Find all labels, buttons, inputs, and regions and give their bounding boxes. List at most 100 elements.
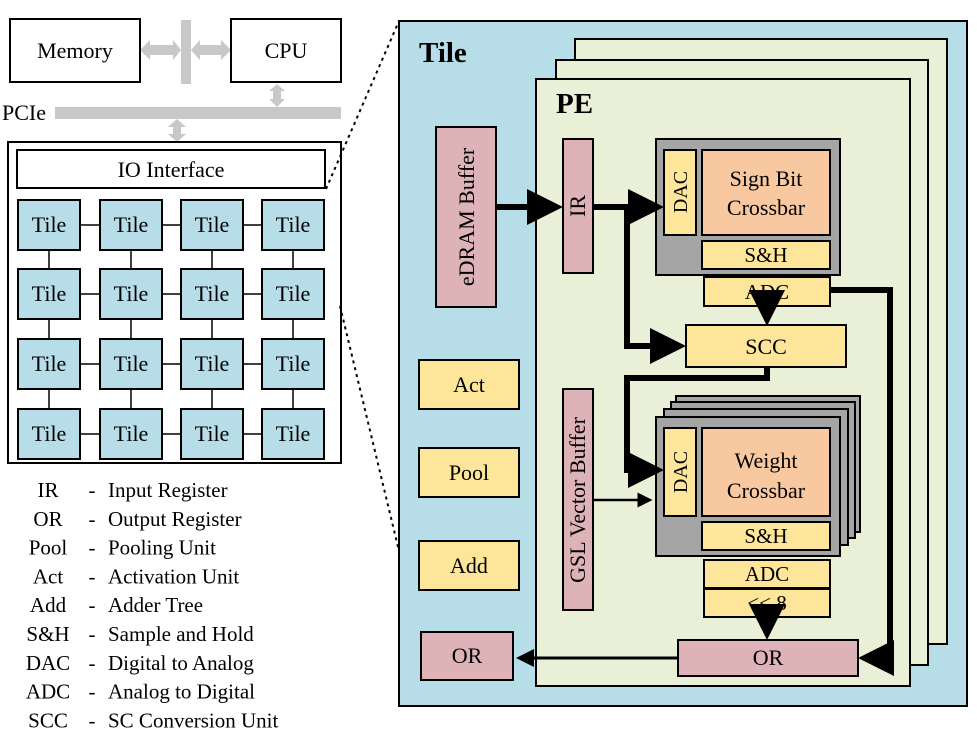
legend-dash: -	[89, 651, 96, 675]
legend-dash: -	[89, 478, 96, 502]
memory-bus-arrow	[140, 40, 181, 60]
tile-label: Tile	[114, 421, 149, 446]
weight-crossbar-box	[701, 427, 831, 517]
io-interface-label: IO Interface	[118, 157, 225, 182]
pe-or-label: OR	[753, 645, 784, 670]
legend-desc: SC Conversion Unit	[108, 708, 279, 732]
ir-box	[562, 138, 594, 274]
legend-desc: Adder Tree	[108, 593, 203, 617]
tile-box	[99, 268, 163, 320]
legend-dash: -	[89, 507, 96, 531]
tile-box	[180, 338, 244, 390]
cpu-label: CPU	[265, 38, 308, 63]
tile-detail: Tile PE eDRAM Buffer Act Pool Add OR IR …	[398, 20, 968, 707]
sign-sh-box	[701, 240, 831, 270]
weight-crossbar-line1: Weight	[735, 448, 798, 473]
tile-box	[261, 408, 325, 460]
legend-abbr: Pool	[29, 536, 68, 560]
weight-adc-label: ADC	[745, 562, 789, 586]
legend-dash: -	[89, 622, 96, 646]
tile-box	[99, 408, 163, 460]
legend-abbr: OR	[33, 507, 62, 531]
cpu-pcie-arrow	[269, 84, 285, 107]
cpu-bus-arrow	[191, 40, 231, 60]
tile-label: Tile	[32, 212, 67, 237]
act-label: Act	[453, 372, 485, 397]
pool-box	[418, 447, 520, 498]
tile-box	[261, 338, 325, 390]
ir-label: IR	[565, 195, 590, 217]
cpu-box	[230, 18, 342, 83]
sign-crossbar-box	[701, 149, 831, 236]
sign-adc-to-or-wire	[830, 287, 894, 676]
tile-detail-title: Tile	[419, 37, 467, 69]
tile-label: Tile	[32, 421, 67, 446]
tile-label: Tile	[276, 212, 311, 237]
tile-box	[180, 268, 244, 320]
tile-box	[17, 338, 81, 390]
tile-label: Tile	[276, 421, 311, 446]
legend-abbr: Add	[30, 593, 67, 617]
system-bus-area: Memory CPU PCIe	[2, 18, 342, 142]
tile-label: Tile	[195, 281, 230, 306]
legend-dash: -	[89, 564, 96, 588]
tile-box	[180, 408, 244, 460]
legend-desc: Pooling Unit	[108, 536, 216, 560]
weight-dac-label: DAC	[670, 451, 692, 493]
sign-dac-label: DAC	[670, 171, 692, 213]
scc-to-weight-dac-wire	[624, 367, 770, 488]
legend-desc: Input Register	[108, 478, 228, 502]
legend-abbr: DAC	[26, 651, 70, 675]
tile-label: Tile	[195, 421, 230, 446]
gsl-vector-buffer-label: GSL Vector Buffer	[565, 416, 590, 582]
tile-label: Tile	[114, 212, 149, 237]
edram-buffer-box	[435, 126, 497, 308]
pcie-bar	[55, 107, 341, 119]
legend-abbr: S&H	[26, 622, 69, 646]
tile-box	[261, 268, 325, 320]
legend-abbr: IR	[38, 478, 59, 502]
tile-box	[261, 199, 325, 251]
tile-label: Tile	[32, 351, 67, 376]
weight-crossbar-line2: Crossbar	[727, 478, 806, 503]
tile-label: Tile	[195, 351, 230, 376]
sign-crossbar-line2: Crossbar	[727, 195, 806, 220]
tile-box	[180, 199, 244, 251]
bus-vertical-bar	[181, 20, 191, 84]
add-box	[418, 540, 520, 591]
pe-title: PE	[556, 88, 593, 120]
zoom-line-bottom	[339, 305, 400, 552]
tile-label: Tile	[32, 281, 67, 306]
weight-sh-box	[701, 521, 831, 551]
legend-dash: -	[89, 680, 96, 704]
legend-dash: -	[89, 708, 96, 732]
sign-crossbar-line1: Sign Bit	[730, 166, 803, 191]
pool-label: Pool	[449, 460, 489, 485]
legend-desc: Activation Unit	[108, 564, 239, 588]
tile-box	[17, 408, 81, 460]
edram-buffer-label: eDRAM Buffer	[454, 147, 479, 286]
tile-label: Tile	[114, 281, 149, 306]
memory-label: Memory	[37, 38, 113, 63]
tile-box	[99, 199, 163, 251]
tile-label: Tile	[276, 351, 311, 376]
pcie-chip-arrow	[168, 119, 186, 142]
sign-sh-label: S&H	[744, 243, 787, 267]
tile-box	[17, 268, 81, 320]
shift-label: << 8	[747, 591, 786, 615]
legend-desc: Analog to Digital	[108, 680, 255, 704]
memory-box	[9, 18, 141, 83]
legend-dash: -	[89, 593, 96, 617]
legend-desc: Digital to Analog	[108, 651, 254, 675]
scc-label: SCC	[745, 334, 787, 359]
tile-label: Tile	[276, 281, 311, 306]
legend-desc: Sample and Hold	[108, 622, 254, 646]
tile-box	[17, 199, 81, 251]
weight-sh-label: S&H	[744, 524, 787, 548]
tile-box	[99, 338, 163, 390]
zoom-line-top	[325, 20, 400, 190]
ir-to-scc-wire	[624, 207, 686, 364]
